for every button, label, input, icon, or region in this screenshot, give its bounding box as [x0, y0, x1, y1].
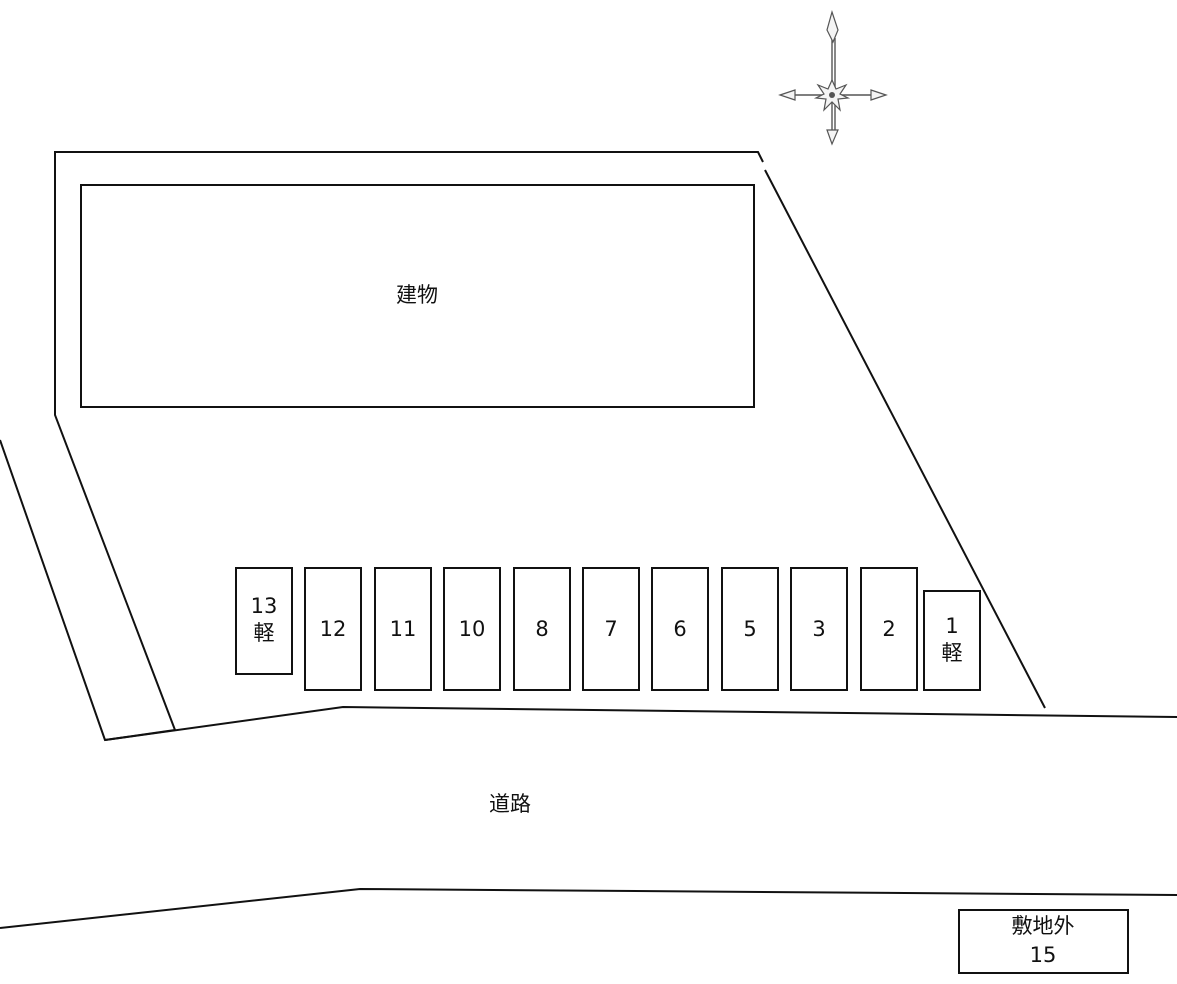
road-edge-lower — [0, 887, 1177, 929]
parking-space-number: 10 — [459, 617, 486, 641]
parking-space-number: 2 — [882, 617, 895, 641]
parking-space-number: 1 — [945, 614, 958, 638]
site-boundary — [0, 439, 176, 742]
offsite-parking-outline — [958, 909, 1129, 974]
site-boundary-inner — [54, 151, 1046, 731]
parking-row: 13 軽 12 11 10 8 7 6 5 — [235, 567, 981, 691]
compass-east-arrow — [870, 89, 888, 101]
compass-north-arrow — [826, 9, 839, 44]
building-outline — [80, 184, 755, 408]
parking-space[interactable]: 7 — [582, 567, 640, 691]
parking-space[interactable]: 8 — [513, 567, 571, 691]
parking-space-number: 8 — [535, 617, 548, 641]
offsite-parking-label: 敷地外 — [1012, 914, 1075, 938]
parking-space[interactable]: 12 — [304, 567, 362, 691]
parking-space-type: 軽 — [942, 641, 963, 665]
north-arrow-icon — [778, 9, 888, 146]
parking-space-outline — [651, 567, 709, 691]
road-edge-upper — [104, 705, 1177, 741]
parking-space[interactable]: 11 — [374, 567, 432, 691]
building-label: 建物 — [396, 283, 438, 307]
parking-space-outline — [304, 567, 362, 691]
parking-space-outline — [790, 567, 848, 691]
road-label: 道路 — [489, 792, 531, 816]
parking-space-number: 7 — [604, 617, 617, 641]
parking-space-number: 3 — [812, 617, 825, 641]
parking-space[interactable]: 13 軽 — [235, 567, 293, 675]
compass-west-arrow — [778, 89, 796, 101]
parking-space-number: 13 — [251, 594, 278, 618]
parking-space[interactable]: 6 — [651, 567, 709, 691]
parking-space-outline — [721, 567, 779, 691]
parking-space[interactable]: 3 — [790, 567, 848, 691]
parking-space-outline — [582, 567, 640, 691]
parking-space-number: 6 — [673, 617, 686, 641]
parking-space[interactable]: 10 — [443, 567, 501, 691]
parking-space-outline — [923, 590, 981, 691]
compass-south-arrow — [826, 129, 839, 146]
building: 建物 — [80, 184, 755, 408]
parking-space-outline — [860, 567, 918, 691]
parking-space-outline — [443, 567, 501, 691]
offsite-parking-space[interactable]: 敷地外 15 — [958, 909, 1129, 974]
parking-space-number: 11 — [390, 617, 417, 641]
parking-space-outline — [374, 567, 432, 691]
parking-space[interactable]: 5 — [721, 567, 779, 691]
parking-space-number: 5 — [743, 617, 756, 641]
parking-space[interactable]: 1 軽 — [923, 590, 981, 691]
parking-space-outline — [513, 567, 571, 691]
parking-space-number: 12 — [320, 617, 347, 641]
parking-space-type: 軽 — [254, 621, 275, 645]
parking-space-outline — [235, 567, 293, 675]
parking-space[interactable]: 2 — [860, 567, 918, 691]
offsite-parking-number: 15 — [1030, 943, 1057, 967]
